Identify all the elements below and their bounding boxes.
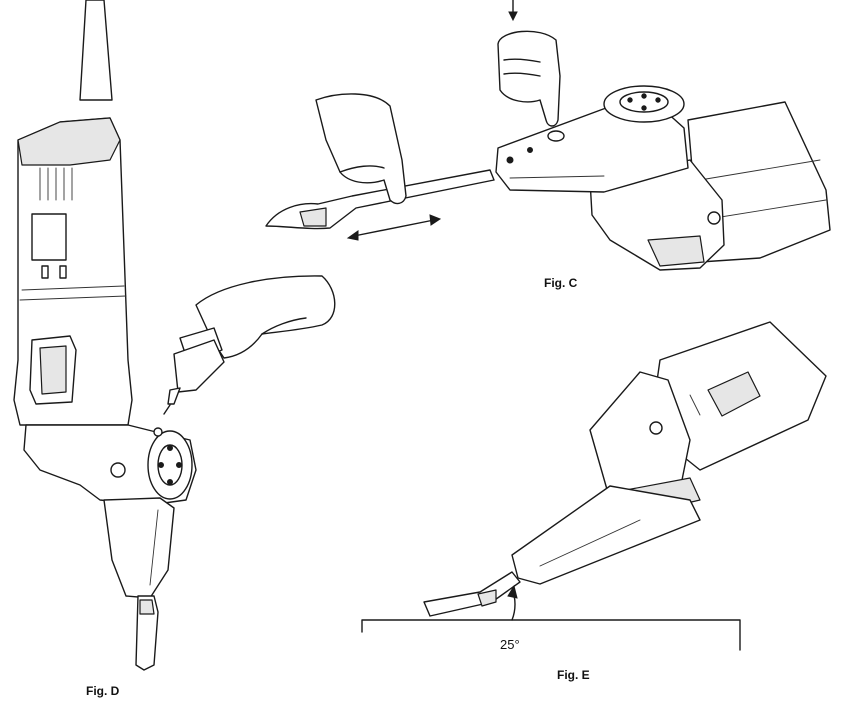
fig-d-label: Fig. D (86, 684, 120, 698)
hand-holding (315, 93, 407, 205)
oil-point (153, 427, 163, 437)
oil-bottle (173, 339, 225, 393)
blade-e (423, 571, 521, 617)
motor-top-cap (17, 117, 121, 166)
vent-slots (39, 167, 73, 201)
work-surface (361, 619, 741, 651)
release-button (547, 130, 565, 142)
label-panel (31, 213, 67, 261)
fig-e-illustration (361, 321, 827, 651)
switch-button (39, 345, 67, 395)
indicator-right (59, 265, 67, 279)
blade-holder-arm-e (511, 485, 701, 585)
fig-d-illustration (13, 0, 336, 671)
movement-arrow (353, 219, 435, 237)
angle-value-label: 25° (500, 637, 520, 652)
clamp-bolt (110, 462, 126, 478)
oil-bottle-nozzle (167, 387, 181, 405)
hand-d (195, 275, 336, 359)
blade-holder-arm (103, 497, 175, 599)
fig-c-label: Fig. C (544, 276, 578, 290)
fig-e-label: Fig. E (557, 668, 590, 682)
motor-slot (707, 371, 761, 417)
fig-c-illustration (265, 0, 831, 271)
power-cable (79, 0, 113, 101)
hand-pressing (497, 30, 561, 127)
indicator-left (41, 265, 49, 279)
